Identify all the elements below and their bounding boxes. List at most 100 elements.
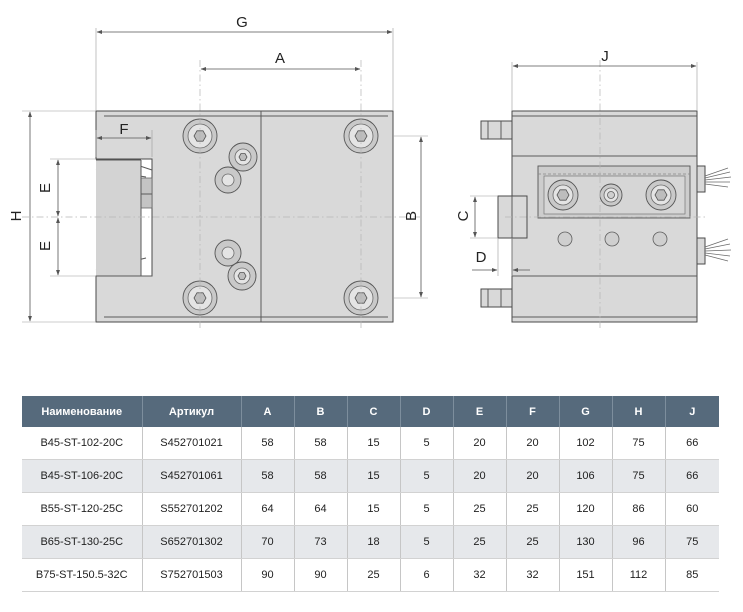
table-cell-col-J: 66 xyxy=(665,427,719,460)
table-cell-col-article: S452701061 xyxy=(142,459,242,493)
table-header-col-B: B xyxy=(294,396,348,427)
side-hole-middle xyxy=(604,231,620,247)
table-cell-col-name: B55-ST-120-25C xyxy=(22,492,143,526)
table-cell-col-J: 66 xyxy=(665,459,719,493)
table-cell-col-D: 5 xyxy=(400,492,454,526)
table-header-col-G: G xyxy=(559,396,613,427)
table-cell-col-C: 15 xyxy=(347,492,401,526)
table-cell-col-F: 25 xyxy=(506,525,560,559)
table-cell-col-name: B75-ST-150.5-32C xyxy=(22,558,143,592)
table-header-col-A: A xyxy=(241,396,295,427)
dim-label-E-bottom: E xyxy=(37,241,54,251)
table-cell-col-B: 64 xyxy=(294,492,348,526)
side-view xyxy=(480,60,732,330)
table-cell-col-B: 90 xyxy=(294,558,348,592)
table-header-col-H: H xyxy=(612,396,666,427)
dim-label-D: D xyxy=(476,249,487,266)
table-cell-col-article: S552701202 xyxy=(142,492,242,526)
table-cell-col-J: 60 xyxy=(665,492,719,526)
table-cell-col-F: 32 xyxy=(506,558,560,592)
table-header-col-D: D xyxy=(400,396,454,427)
coolant-fitting-bottom xyxy=(696,237,732,265)
table-cell-col-F: 25 xyxy=(506,492,560,526)
table-cell-col-D: 6 xyxy=(400,558,454,592)
table-cell-col-G: 120 xyxy=(559,492,613,526)
dim-label-C: C xyxy=(455,210,472,221)
table-cell-col-E: 20 xyxy=(453,459,507,493)
table-cell-col-H: 112 xyxy=(612,558,666,592)
front-view xyxy=(22,60,420,330)
table-cell-col-article: S652701302 xyxy=(142,525,242,559)
table-cell-col-D: 5 xyxy=(400,525,454,559)
dim-label-F: F xyxy=(119,121,128,138)
table-cell-col-E: 20 xyxy=(453,427,507,460)
table-cell-col-B: 73 xyxy=(294,525,348,559)
table-cell-col-G: 151 xyxy=(559,558,613,592)
coolant-fitting-top xyxy=(696,165,732,193)
table-cell-col-G: 102 xyxy=(559,427,613,460)
dim-label-E-top: E xyxy=(37,183,54,193)
table-cell-col-article: S452701021 xyxy=(142,427,242,460)
table-cell-col-C: 18 xyxy=(347,525,401,559)
table-cell-col-E: 25 xyxy=(453,525,507,559)
table-cell-col-C: 15 xyxy=(347,459,401,493)
technical-drawing: G A F H E E B xyxy=(8,14,732,330)
table-cell-col-F: 20 xyxy=(506,459,560,493)
table-header-col-C: C xyxy=(347,396,401,427)
table-cell-col-J: 75 xyxy=(665,525,719,559)
dim-label-J: J xyxy=(601,48,609,65)
table-header-col-article: Артикул xyxy=(142,396,242,427)
table-cell-col-A: 58 xyxy=(241,427,295,460)
table-cell-col-name: B65-ST-130-25C xyxy=(22,525,143,559)
table-cell-col-A: 58 xyxy=(241,459,295,493)
side-dimensions: J C D xyxy=(455,48,697,272)
table-cell-col-name: B45-ST-106-20C xyxy=(22,459,143,493)
table-cell-col-B: 58 xyxy=(294,459,348,493)
table-header-col-name: Наименование xyxy=(22,396,143,427)
table-cell-col-H: 86 xyxy=(612,492,666,526)
front-extension-lines xyxy=(22,28,428,323)
table-cell-col-D: 5 xyxy=(400,427,454,460)
side-bolt-middle xyxy=(599,183,623,207)
table-cell-col-J: 85 xyxy=(665,558,719,592)
table-cell-col-article: S752701503 xyxy=(142,558,242,592)
dim-label-B: B xyxy=(403,211,420,221)
table-cell-col-C: 15 xyxy=(347,427,401,460)
table-cell-col-C: 25 xyxy=(347,558,401,592)
clamp-screws-top xyxy=(214,142,258,194)
table-cell-col-name: B45-ST-102-20C xyxy=(22,427,143,460)
table-header-col-J: J xyxy=(665,396,719,427)
table-cell-col-E: 25 xyxy=(453,492,507,526)
dim-label-A: A xyxy=(275,50,285,67)
clamp-screws-bottom xyxy=(214,239,257,291)
table-header-col-F: F xyxy=(506,396,560,427)
table-cell-col-H: 75 xyxy=(612,427,666,460)
side-hole-right xyxy=(652,231,668,247)
table-cell-col-H: 96 xyxy=(612,525,666,559)
side-extension-lines xyxy=(470,62,698,276)
dim-label-H: H xyxy=(8,211,25,222)
table-cell-col-B: 58 xyxy=(294,427,348,460)
table-header-col-E: E xyxy=(453,396,507,427)
table-cell-col-E: 32 xyxy=(453,558,507,592)
dim-label-G: G xyxy=(236,14,248,31)
table-cell-col-A: 90 xyxy=(241,558,295,592)
table-cell-col-G: 130 xyxy=(559,525,613,559)
side-hole-left xyxy=(557,231,573,247)
table-cell-col-A: 64 xyxy=(241,492,295,526)
table-cell-col-D: 5 xyxy=(400,459,454,493)
table-cell-col-G: 106 xyxy=(559,459,613,493)
table-cell-col-A: 70 xyxy=(241,525,295,559)
side-bolt-left xyxy=(547,179,579,211)
table-cell-col-H: 75 xyxy=(612,459,666,493)
table-cell-col-F: 20 xyxy=(506,427,560,460)
